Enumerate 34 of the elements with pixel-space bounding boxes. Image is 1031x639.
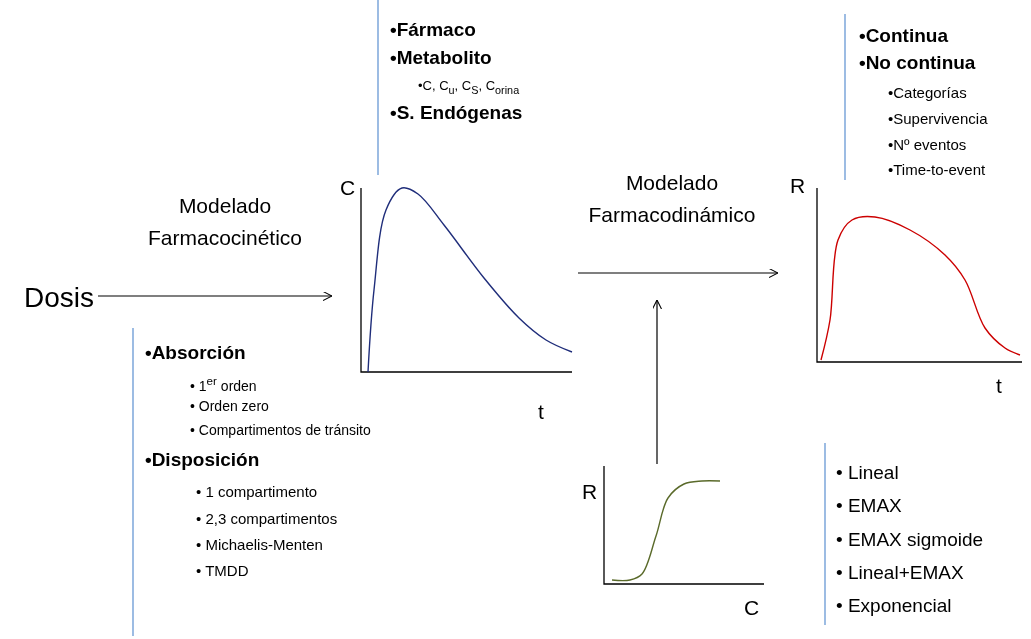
list-item: •Categorías — [888, 84, 967, 102]
axis-label: C — [744, 596, 760, 621]
axis-label: R — [582, 480, 598, 505]
axis-label: t — [996, 374, 1002, 399]
list-item: •No continua — [859, 51, 976, 74]
axis-label: t — [538, 400, 544, 425]
list-item: •Absorción — [145, 341, 246, 364]
list-item: • Exponencial — [836, 594, 952, 617]
list-item: • EMAX — [836, 494, 902, 517]
arrow — [577, 267, 779, 279]
list-item: • EMAX sigmoide — [836, 528, 984, 551]
list-item: • TMDD — [196, 562, 249, 580]
list-item: •Fármaco — [390, 18, 476, 41]
list-item: • 2,3 compartimentos — [196, 510, 338, 528]
axis-label: C — [340, 176, 356, 201]
list-item: •Supervivencia — [888, 110, 988, 128]
list-item: •Disposición — [145, 448, 260, 471]
list-item: •Nº eventos — [888, 136, 967, 154]
list-item: • 1$^{er}$ orden — [190, 373, 257, 394]
list-item: • Michaelis-Menten — [196, 536, 323, 554]
list-item: •Time-to-event — [888, 161, 986, 179]
list-item: •S. Endógenas — [390, 101, 523, 124]
arrow — [97, 290, 333, 302]
dose-text: Dosis — [24, 280, 96, 316]
list-item: • 1 compartimento — [196, 483, 318, 501]
list-item: •Continua — [859, 24, 948, 47]
list-item: • Compartimentos de tránsito — [190, 421, 371, 438]
list-item: • Lineal — [836, 461, 899, 484]
arrow — [651, 299, 663, 465]
list-item: •Metabolito — [390, 46, 492, 69]
axis-label: R — [790, 174, 806, 199]
list-item: • Orden zero — [190, 397, 269, 414]
list-item: •C, C$_{u}$, C$_{S}$, C$_{orina}$ — [418, 79, 520, 97]
list-item: • Lineal+EMAX — [836, 561, 964, 584]
